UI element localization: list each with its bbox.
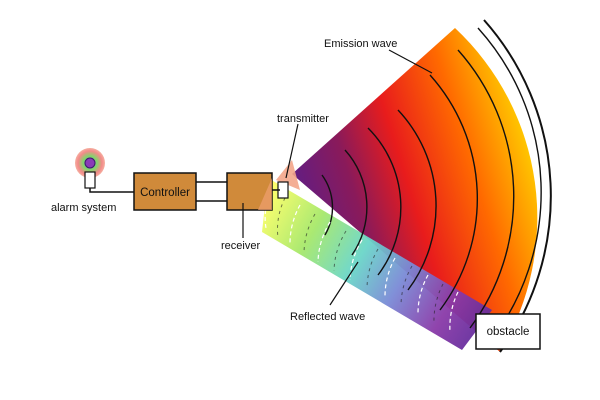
reflected-wavefront-shadows	[277, 197, 444, 325]
receiver-overlap	[258, 178, 272, 210]
obstacle-box	[475, 313, 541, 350]
emission-wave-fan	[292, 28, 538, 352]
transmitter-label: transmitter	[277, 113, 329, 125]
alarm-system-label: alarm system	[51, 202, 116, 214]
alarm-center-icon	[84, 157, 96, 169]
controller-label: Controller	[140, 187, 190, 199]
controller-box	[133, 172, 197, 211]
reflected-wave-band	[262, 178, 492, 350]
obstacle-label: obstacle	[487, 326, 530, 338]
leader-lines	[242, 49, 433, 306]
reflected-wave-label: Reflected wave	[290, 311, 365, 323]
alarm-mount	[84, 171, 96, 189]
wiring	[89, 181, 280, 202]
emission-wave-outer-edge	[483, 19, 552, 353]
emission-wave-label: Emission wave	[324, 38, 397, 50]
receiver-label: receiver	[221, 240, 260, 252]
emission-wavefronts	[321, 27, 542, 343]
